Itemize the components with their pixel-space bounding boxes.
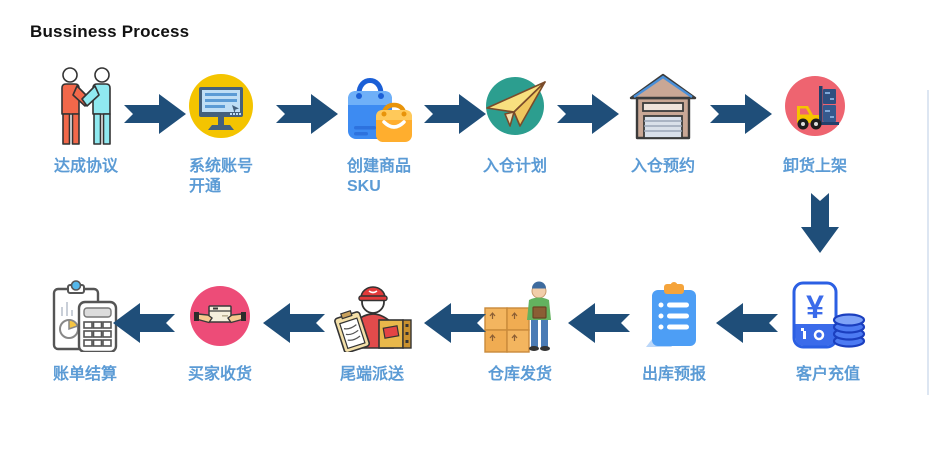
step-label: 入仓预约 — [630, 158, 695, 175]
shopping-bags-icon — [348, 78, 412, 142]
step-label: 卸货上架 — [782, 158, 847, 175]
step-label: 买家收货 — [187, 366, 252, 383]
clipboard-checklist-icon — [646, 282, 696, 347]
arrow-down-icon — [801, 193, 839, 253]
arrow-right-icon — [424, 94, 486, 134]
step-buyer-receives: 买家收货 — [165, 276, 275, 385]
forklift-icon — [785, 76, 845, 136]
boxes-worker-icon — [484, 281, 551, 353]
step-inbound-plan: 入仓计划 — [460, 64, 570, 177]
step-unload-shelve: 卸货上架 — [760, 64, 870, 177]
step-warehouse-shipping: 仓库发货 — [465, 276, 575, 385]
bill-calculator-icon — [52, 280, 118, 352]
step-create-sku: 创建商品 SKU — [324, 64, 434, 197]
step-label: 入仓计划 — [482, 158, 547, 175]
step-label: 客户充值 — [795, 366, 860, 383]
slide-edge-line — [927, 90, 929, 395]
step-label: 创建商品 SKU — [346, 158, 411, 195]
handshake-icon — [61, 67, 111, 145]
step-label: 出库预报 — [641, 366, 706, 383]
step-account-opening: 系统账号 开通 — [166, 64, 276, 197]
step-inbound-booking: 入仓预约 — [608, 64, 718, 177]
wallet-recharge-icon: ¥ — [792, 281, 866, 349]
step-bill-settlement: 账单结算 — [30, 276, 140, 385]
step-outbound-forecast: 出库预报 — [619, 276, 729, 385]
step-label: 账单结算 — [52, 366, 117, 383]
computer-monitor-icon — [189, 74, 253, 138]
arrow-left-icon — [424, 303, 486, 343]
step-last-mile-delivery: 尾端派送 — [317, 276, 427, 385]
arrow-right-icon — [710, 94, 772, 134]
step-label: 系统账号 开通 — [188, 158, 253, 195]
arrow-right-icon — [276, 94, 338, 134]
arrow-right-icon — [557, 94, 619, 134]
step-label: 仓库发货 — [487, 366, 552, 383]
arrow-left-icon — [716, 303, 778, 343]
warehouse-icon — [629, 73, 697, 140]
step-customer-recharge: ¥ 客户充值 — [773, 276, 883, 385]
paper-plane-icon — [486, 77, 546, 135]
courier-icon — [334, 286, 412, 352]
step-label: 达成协议 — [53, 158, 118, 175]
step-label: 尾端派送 — [339, 366, 404, 383]
arrow-left-icon — [568, 303, 630, 343]
step-reach-agreement: 达成协议 — [31, 64, 141, 177]
arrow-right-icon — [124, 94, 186, 134]
arrow-left-icon — [263, 303, 325, 343]
page-title: Bussiness Process — [30, 22, 190, 41]
hands-receiving-box-icon — [190, 286, 250, 346]
svg-text:¥: ¥ — [806, 289, 824, 325]
arrow-left-icon — [113, 303, 175, 343]
